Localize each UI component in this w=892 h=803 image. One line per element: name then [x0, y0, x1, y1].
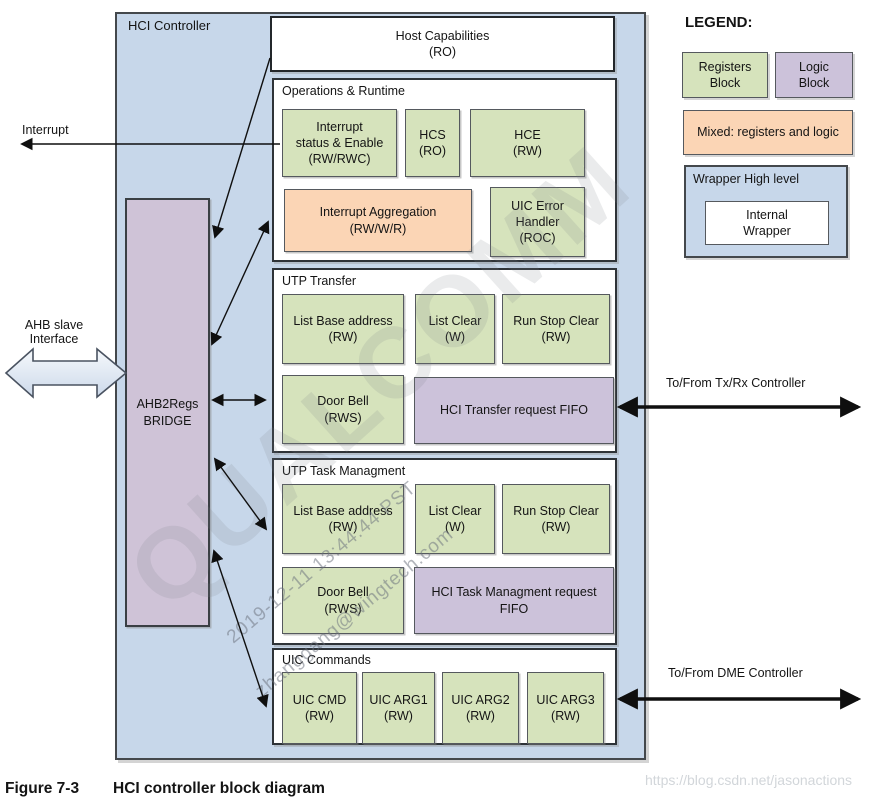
txrx-controller-label: To/From Tx/Rx Controller	[666, 376, 806, 390]
legend-wrapper-high-level: Wrapper High level Internal Wrapper	[684, 165, 848, 258]
interrupt-label: Interrupt	[22, 123, 69, 137]
reg-door-bell: Door Bell (RWS)	[282, 567, 404, 634]
box-line: (RW)	[541, 520, 571, 534]
section-title: Operations & Runtime	[282, 84, 405, 98]
reg-uic-arg2: UIC ARG2 (RW)	[442, 672, 519, 744]
reg-list-clear: List Clear (W)	[415, 294, 495, 364]
box-line: List Base address	[293, 503, 393, 518]
section-operations-runtime: Operations & Runtime Interrupt status & …	[272, 78, 617, 262]
box-line: List Base address	[293, 313, 393, 328]
label-line: Interface	[29, 332, 79, 346]
hci-controller-label: HCI Controller	[128, 18, 211, 33]
box-line: Interrupt Aggregation	[319, 205, 437, 220]
box-line: (W)	[444, 330, 466, 344]
reg-uic-cmd: UIC CMD (RW)	[282, 672, 357, 744]
box-line: status & Enable	[295, 135, 384, 150]
dme-controller-label: To/From DME Controller	[668, 666, 803, 680]
box-line: HCE	[514, 127, 541, 142]
box-line: (RW)	[551, 709, 580, 723]
box-line: (RW/RWC)	[308, 152, 371, 167]
box-line: Run Stop Clear	[513, 503, 599, 518]
box-line: Door Bell	[317, 394, 369, 409]
reg-list-clear: List Clear (W)	[415, 484, 495, 554]
section-title: UTP Transfer	[282, 274, 357, 288]
box-line: Internal	[746, 207, 788, 222]
section-utp-task-managment: UTP Task Managment List Base address (RW…	[272, 458, 617, 645]
box-line: AHB2Regs	[136, 397, 199, 412]
box-line: Logic	[799, 59, 829, 74]
box-line: Door Bell	[317, 585, 369, 600]
box-line: List Clear	[428, 313, 482, 328]
box-line: (RWS)	[324, 410, 362, 425]
box-line: UIC ARG2	[451, 692, 510, 707]
ahb-slave-interface-label: AHB slave Interface	[8, 318, 100, 346]
logic-hci-task-managment-request-fifo: HCI Task Managment request FIFO	[414, 567, 614, 634]
box-line: BRIDGE	[143, 413, 192, 428]
box-line: Run Stop Clear	[513, 313, 599, 328]
blog-watermark: https://blog.csdn.net/jasonactions	[645, 772, 853, 788]
ahb-slave-interface-block-arrow	[4, 347, 128, 399]
box-line: (RW)	[305, 709, 334, 723]
reg-hce: HCE (RW)	[470, 109, 585, 177]
section-title: UTP Task Managment	[282, 464, 406, 478]
reg-uic-error-handler: UIC Error Handler (ROC)	[490, 187, 585, 257]
box-line: (RW)	[513, 144, 542, 158]
box-line: Block	[798, 76, 830, 90]
legend-mixed-block: Mixed: registers and logic	[683, 110, 853, 155]
box-line: Registers	[698, 59, 752, 74]
box-line: (RO)	[428, 45, 457, 59]
reg-run-stop-clear: Run Stop Clear (RW)	[502, 484, 610, 554]
box-line: (RW)	[466, 709, 495, 723]
mixed-interrupt-aggregation: Interrupt Aggregation (RW/W/R)	[284, 189, 472, 252]
box-line: Block	[709, 76, 741, 90]
box-line: HCI Transfer request FIFO	[440, 403, 588, 418]
box-line: (RW)	[328, 330, 358, 344]
box-line: HCS	[419, 127, 446, 142]
logic-ahb2regs-bridge: AHB2Regs BRIDGE	[125, 198, 210, 627]
box-line: (W)	[444, 520, 466, 534]
reg-run-stop-clear: Run Stop Clear (RW)	[502, 294, 610, 364]
reg-list-base-address: List Base address (RW)	[282, 294, 404, 364]
box-line: (RW/W/R)	[349, 221, 407, 236]
box-line: Interrupt	[316, 119, 363, 134]
box-line: (RW)	[541, 330, 571, 344]
box-line: (RW)	[328, 520, 358, 534]
box-line: (RWS)	[324, 601, 362, 616]
reg-door-bell: Door Bell (RWS)	[282, 375, 404, 444]
legend-registers-block: Registers Block	[682, 52, 768, 98]
reg-uic-arg3: UIC ARG3 (RW)	[527, 672, 604, 744]
box-line: (RW)	[384, 709, 413, 723]
box-line: UIC ARG1	[369, 692, 428, 707]
figure-title: HCI controller block diagram	[113, 780, 325, 797]
section-title: UIC Commands	[282, 653, 371, 667]
box-line: Host Capabilities	[395, 28, 490, 43]
reg-interrupt-status-enable: Interrupt status & Enable (RW/RWC)	[282, 109, 397, 177]
box-line: (RO)	[418, 144, 447, 158]
legend-wrapper-label: Wrapper High level	[693, 172, 800, 186]
box-line: UIC Error	[511, 198, 564, 213]
box-line: HCI Task Managment request	[431, 585, 597, 600]
logic-hci-transfer-request-fifo: HCI Transfer request FIFO	[414, 377, 614, 444]
box-line: UIC CMD	[292, 692, 347, 707]
box-line: Handler	[515, 214, 560, 229]
box-line: Mixed: registers and logic	[697, 125, 839, 140]
label-line: AHB slave	[24, 318, 84, 332]
reg-uic-arg1: UIC ARG1 (RW)	[362, 672, 435, 744]
box-line: FIFO	[499, 601, 529, 616]
reg-list-base-address: List Base address (RW)	[282, 484, 404, 554]
box-line: Wrapper	[743, 224, 791, 238]
section-utp-transfer: UTP Transfer List Base address (RW) List…	[272, 268, 617, 453]
reg-hcs: HCS (RO)	[405, 109, 460, 177]
legend-logic-block: Logic Block	[775, 52, 853, 98]
legend-title: LEGEND:	[685, 14, 753, 31]
host-capabilities-box: Host Capabilities (RO)	[270, 16, 615, 72]
figure-number: Figure 7-3	[5, 780, 80, 797]
box-line: (ROC)	[519, 231, 556, 246]
legend-internal-wrapper: Internal Wrapper	[705, 201, 829, 245]
section-uic-commands: UIC Commands UIC CMD (RW) UIC ARG1 (RW) …	[272, 648, 617, 745]
box-line: UIC ARG3	[536, 692, 595, 707]
box-line: List Clear	[428, 503, 482, 518]
